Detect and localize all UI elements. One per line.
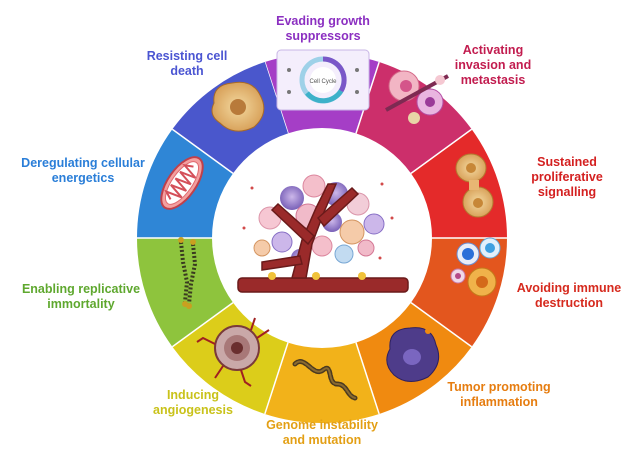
ring-divider — [410, 128, 473, 174]
dividing-cell-icon — [455, 153, 494, 218]
label-resisting-cell-death: Resisting cell death — [146, 49, 228, 78]
ring-divider — [355, 342, 380, 415]
label-deregulating-cellular-energetics: Deregulating cellular energetics — [21, 156, 145, 185]
dna-strand-icon — [292, 359, 358, 401]
immune-cells-icon — [450, 237, 501, 297]
ring-divider — [410, 302, 473, 348]
mitochondrion-icon — [160, 156, 204, 210]
metastasis-cells-icon — [385, 70, 449, 124]
angiogenic-cell-icon — [196, 317, 270, 387]
chromosome-telomere-icon — [178, 237, 198, 309]
label-genome-instability-mutation: Genome instability and mutation — [266, 418, 378, 447]
label-activating-invasion-metastasis: Activating invasion and metastasis — [454, 43, 532, 87]
label-tumor-promoting-inflammation: Tumor promoting inflammation — [447, 380, 551, 409]
label-enabling-replicative-immortality: Enabling replicative immortality — [21, 282, 141, 311]
macrophage-icon — [386, 319, 440, 382]
label-avoiding-immune-destruction: Avoiding immune destruction — [516, 281, 622, 310]
ring-divider — [264, 342, 289, 415]
label-evading-growth-suppressors: Evading growth suppressors — [276, 14, 370, 43]
cell-cycle-icon: Cell Cycle — [276, 49, 370, 111]
cell-cycle-label: Cell Cycle — [309, 79, 337, 85]
label-inducing-angiogenesis: Inducing angiogenesis — [153, 388, 233, 417]
hallmark-icons: Cell Cycle — [160, 49, 501, 401]
label-sustained-proliferative-signalling: Sustained proliferative signalling — [531, 155, 603, 199]
ring-divider — [171, 302, 234, 348]
ring-divider — [171, 128, 234, 174]
tumor-blood-vessel-icon — [237, 174, 409, 293]
apoptotic-cell-icon — [211, 81, 265, 132]
